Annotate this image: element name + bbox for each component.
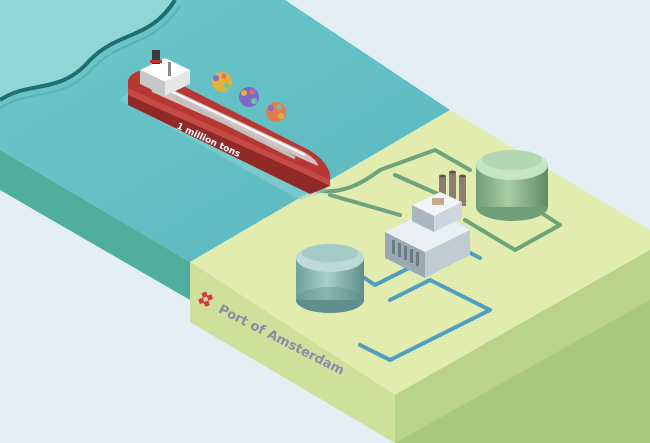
molecule-icon-2 [239, 87, 259, 107]
molecule-icon-3 [266, 102, 286, 122]
blue-pipe-2 [358, 278, 492, 362]
green-pipe-3 [393, 173, 442, 197]
ship-funnel [152, 50, 160, 64]
chimney-1 [439, 176, 446, 206]
chimney-3 [459, 176, 466, 206]
chimney-2 [449, 172, 456, 204]
molecule-icon-1 [212, 72, 232, 92]
port-of-amsterdam-xxx-logo-icon [198, 291, 214, 307]
storage-tank-green [476, 150, 548, 221]
sea-side [0, 150, 190, 300]
land-side-left [190, 262, 395, 443]
tanker-ship: 1 million tons [120, 50, 331, 200]
power-plant-building [385, 170, 470, 278]
coastline-wave [0, 0, 177, 102]
green-pipe-4 [463, 210, 562, 252]
storage-tank-blue [296, 244, 364, 313]
green-pipe-2 [328, 193, 402, 217]
cargo-molecule-icons [212, 72, 286, 122]
open-sea-area [0, 0, 175, 100]
